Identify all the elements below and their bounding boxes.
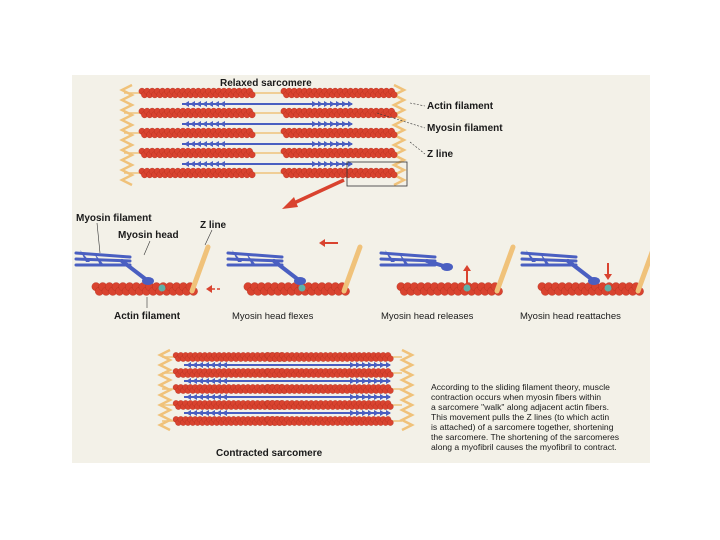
- panel-flexes-myosin-head: [294, 277, 306, 285]
- detail-myosin-filament-label: Myosin filament: [76, 213, 152, 224]
- contracted-actin-right-2: [265, 384, 393, 393]
- relaxed-actin-right-1: [281, 108, 397, 118]
- description-text: According to the sliding filament theory…: [431, 382, 619, 452]
- detail-zline-label: Z line: [200, 220, 227, 231]
- panel-reattaches-actin: [538, 282, 644, 295]
- contracted-actin-right-4: [265, 416, 393, 425]
- relaxed-actin-right-3: [281, 148, 397, 158]
- step-caption-reattaches: Myosin head reattaches: [520, 311, 621, 322]
- contracted-actin-right-0: [265, 352, 393, 361]
- description-line-6: the sarcomere. The shortening of the sar…: [431, 432, 619, 442]
- panel-releases-binding-site: [464, 285, 471, 292]
- description-line-1: According to the sliding filament theory…: [431, 382, 610, 392]
- relaxed-title: Relaxed sarcomere: [220, 78, 312, 89]
- relaxed-zline-label: Z line: [427, 149, 454, 160]
- panel-initial-actin: [92, 282, 198, 295]
- relaxed-myosin-label: Myosin filament: [427, 123, 503, 134]
- contracted-actin-right-3: [265, 400, 393, 409]
- step-caption-flexes: Myosin head flexes: [232, 311, 314, 322]
- description-line-2: contraction occurs when myosin fibers wi…: [431, 392, 601, 402]
- panel-releases-actin: [397, 282, 503, 295]
- relaxed-actin-right-0: [281, 88, 397, 98]
- contracted-actin-right-1: [265, 368, 393, 377]
- panel-initial-myosin-head: [142, 277, 154, 285]
- description-line-5: is attached) of a sarcomere together, sh…: [431, 422, 614, 432]
- detail-actin-label: Actin filament: [114, 311, 181, 322]
- description-line-7: along a myofibril causes the myofibril t…: [431, 442, 617, 452]
- step-caption-releases: Myosin head releases: [381, 311, 474, 322]
- relaxed-actin-left-1: [139, 108, 255, 118]
- panel-reattaches-binding-site: [605, 285, 612, 292]
- description-line-3: a sarcomere "walk" along adjacent actin …: [431, 402, 609, 412]
- panel-reattaches-myosin-head: [588, 277, 600, 285]
- panel-flexes-actin: [244, 282, 350, 295]
- panel-flexes-binding-site: [299, 285, 306, 292]
- relaxed-actin-right-2: [281, 128, 397, 138]
- relaxed-actin-left-4: [139, 168, 255, 178]
- relaxed-actin-right-4: [281, 168, 397, 178]
- relaxed-actin-left-2: [139, 128, 255, 138]
- relaxed-actin-left-3: [139, 148, 255, 158]
- relaxed-actin-label: Actin filament: [427, 101, 494, 112]
- description-line-4: This movement pulls the Z lines (to whic…: [431, 412, 609, 422]
- panel-initial-binding-site: [159, 285, 166, 292]
- detail-myosin-head-label: Myosin head: [118, 230, 179, 241]
- contracted-title: Contracted sarcomere: [216, 448, 323, 459]
- relaxed-actin-left-0: [139, 88, 255, 98]
- panel-releases-myosin-head: [441, 263, 453, 271]
- sliding-filament-figure: Relaxed sarcomere Actin filament Myosin …: [72, 75, 650, 463]
